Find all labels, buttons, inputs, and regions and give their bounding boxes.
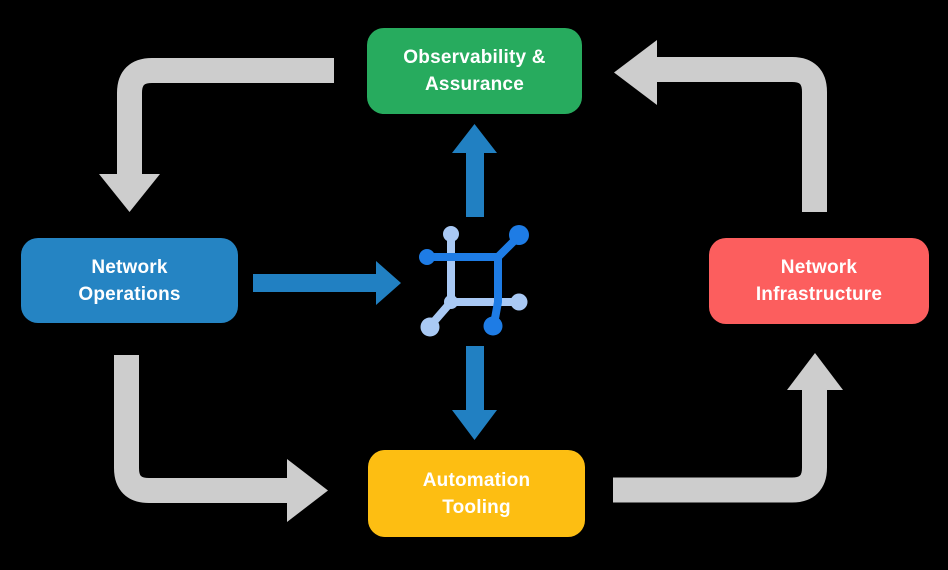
node-infrastructure-label: Network Infrastructure [755,257,883,305]
arrow-infrastructure-to-observability-head [614,40,657,105]
arrow-infrastructure-to-observability [656,57,827,212]
arrow-observability-to-operations-head [99,174,160,212]
arrow-operations-to-automation [114,355,288,503]
arrow-automation-to-infrastructure-head [787,353,843,390]
network-mesh-icon-light-nodes [420,226,528,337]
node-automation-tooling: Automation Tooling [368,450,585,537]
arrow-operations-to-center [253,261,401,305]
network-mesh-icon-joint-node [444,295,458,309]
node-observability-assurance: Observability & Assurance [367,28,582,114]
arrow-center-to-observability [452,124,497,217]
node-observability-label: Observability & Assurance [403,47,546,95]
arrow-center-to-automation [452,346,497,440]
arrow-automation-to-infrastructure [613,388,827,503]
arrow-observability-to-operations [117,58,334,176]
node-automation-label: Automation Tooling [422,469,531,518]
node-operations-label: Network Operations [78,256,181,305]
arrow-operations-to-automation-head [287,459,328,522]
network-mesh-icon-dark-nodes [419,225,529,336]
network-mesh-icon [419,225,529,337]
node-network-operations: Network Operations [21,238,238,323]
node-network-infrastructure: Network Infrastructure [709,238,929,324]
